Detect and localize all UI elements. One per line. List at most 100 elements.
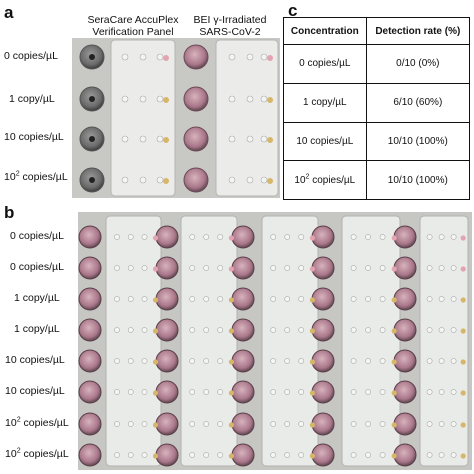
reaction-dot bbox=[270, 296, 277, 302]
reaction-dot bbox=[203, 265, 210, 271]
reaction-dot-colored bbox=[228, 266, 234, 272]
reaction-dot bbox=[121, 135, 129, 143]
header-concentration: Concentration bbox=[283, 17, 367, 45]
reaction-dot bbox=[114, 234, 120, 240]
reaction-dot bbox=[350, 234, 357, 240]
reaction-dot bbox=[203, 421, 210, 427]
sample-well bbox=[155, 349, 179, 373]
reaction-dot bbox=[298, 421, 305, 427]
sample-well bbox=[393, 287, 417, 311]
sample-well bbox=[393, 380, 417, 404]
reaction-dot-colored bbox=[152, 390, 159, 396]
reaction-dot bbox=[438, 389, 445, 395]
reaction-dot-colored bbox=[228, 390, 234, 396]
reaction-dot-colored bbox=[391, 297, 397, 303]
reaction-dot bbox=[127, 389, 134, 395]
panel-b-row-label: 102 copies/µL bbox=[5, 416, 69, 429]
panel-b-strips bbox=[105, 215, 469, 467]
reaction-dot bbox=[189, 296, 196, 302]
sample-well bbox=[231, 318, 255, 342]
sample-well bbox=[78, 349, 102, 373]
table-header-row: Concentration Detection rate (%) bbox=[283, 17, 471, 45]
reaction-dot bbox=[426, 421, 433, 427]
reaction-dot bbox=[260, 95, 268, 103]
reaction-dot bbox=[217, 389, 224, 395]
reaction-dot bbox=[450, 296, 457, 302]
cell-concentration: 1 copy/µL bbox=[283, 82, 367, 123]
reaction-dot bbox=[114, 389, 120, 395]
reaction-dot bbox=[438, 327, 445, 333]
reaction-dot bbox=[189, 327, 196, 333]
reaction-dot-colored bbox=[460, 328, 466, 334]
reaction-dot bbox=[379, 327, 386, 333]
reaction-strip bbox=[261, 215, 319, 467]
reaction-dot bbox=[426, 358, 433, 364]
panel-a-wells bbox=[79, 44, 209, 193]
reaction-dot bbox=[379, 452, 386, 458]
sample-well bbox=[393, 256, 417, 280]
reaction-dot-colored bbox=[391, 390, 397, 396]
reaction-dot bbox=[203, 452, 210, 458]
reaction-dot bbox=[260, 176, 268, 184]
reaction-dot bbox=[270, 265, 277, 271]
reaction-dot bbox=[217, 265, 224, 271]
reaction-dot bbox=[438, 296, 445, 302]
reaction-strip bbox=[341, 215, 401, 467]
reaction-strip bbox=[419, 215, 469, 467]
reaction-dot bbox=[438, 265, 445, 271]
reaction-dot bbox=[270, 234, 277, 240]
reaction-dot bbox=[203, 234, 210, 240]
sample-well bbox=[393, 225, 417, 249]
reaction-dot bbox=[228, 176, 236, 184]
reaction-dot bbox=[217, 327, 224, 333]
reaction-dot bbox=[270, 358, 277, 364]
reaction-dot bbox=[203, 389, 210, 395]
well-pink bbox=[183, 167, 209, 193]
reaction-dot bbox=[379, 234, 386, 240]
well-center bbox=[89, 177, 95, 183]
reaction-dot bbox=[270, 327, 277, 333]
reaction-dot bbox=[114, 421, 120, 427]
sample-well bbox=[311, 287, 335, 311]
sample-well bbox=[155, 443, 179, 467]
reaction-dot bbox=[284, 234, 291, 240]
reaction-dot bbox=[114, 358, 120, 364]
reaction-dot-colored bbox=[228, 297, 234, 303]
reaction-dot-colored bbox=[309, 297, 315, 303]
sample-well bbox=[155, 318, 179, 342]
reaction-dot bbox=[426, 234, 433, 240]
reaction-dot bbox=[127, 265, 134, 271]
table-row: 1 copy/µL 6/10 (60%) bbox=[283, 82, 471, 123]
reaction-dot bbox=[379, 421, 386, 427]
reaction-dot bbox=[298, 234, 305, 240]
reaction-dot-colored bbox=[228, 235, 234, 241]
reaction-dot bbox=[365, 265, 371, 271]
reaction-dot bbox=[298, 327, 305, 333]
reaction-dot bbox=[139, 176, 147, 184]
reaction-dot bbox=[298, 265, 305, 271]
reaction-dot-colored bbox=[391, 422, 397, 428]
reaction-dot bbox=[350, 452, 357, 458]
reaction-dot bbox=[438, 452, 445, 458]
cell-detection-rate: 10/10 (100%) bbox=[365, 121, 471, 162]
reaction-dot bbox=[450, 265, 457, 271]
reaction-dot bbox=[156, 176, 164, 184]
reaction-dot bbox=[379, 296, 386, 302]
reaction-dot bbox=[156, 53, 164, 61]
reaction-dot bbox=[246, 95, 254, 103]
reaction-strip bbox=[180, 215, 238, 467]
reaction-dot-colored bbox=[163, 55, 169, 61]
sample-well bbox=[311, 225, 335, 249]
well-pink bbox=[183, 126, 209, 152]
cell-detection-rate: 10/10 (100%) bbox=[365, 160, 471, 200]
panel-a-letter: a bbox=[4, 3, 14, 22]
cell-concentration: 10 copies/µL bbox=[283, 121, 367, 162]
sample-well bbox=[311, 349, 335, 373]
sample-well bbox=[311, 318, 335, 342]
reaction-dot bbox=[114, 452, 120, 458]
reaction-dot bbox=[139, 95, 147, 103]
reaction-dot-colored bbox=[309, 422, 315, 428]
reaction-dot bbox=[141, 358, 148, 364]
reaction-dot-colored bbox=[309, 328, 315, 334]
reaction-dot bbox=[450, 327, 457, 333]
